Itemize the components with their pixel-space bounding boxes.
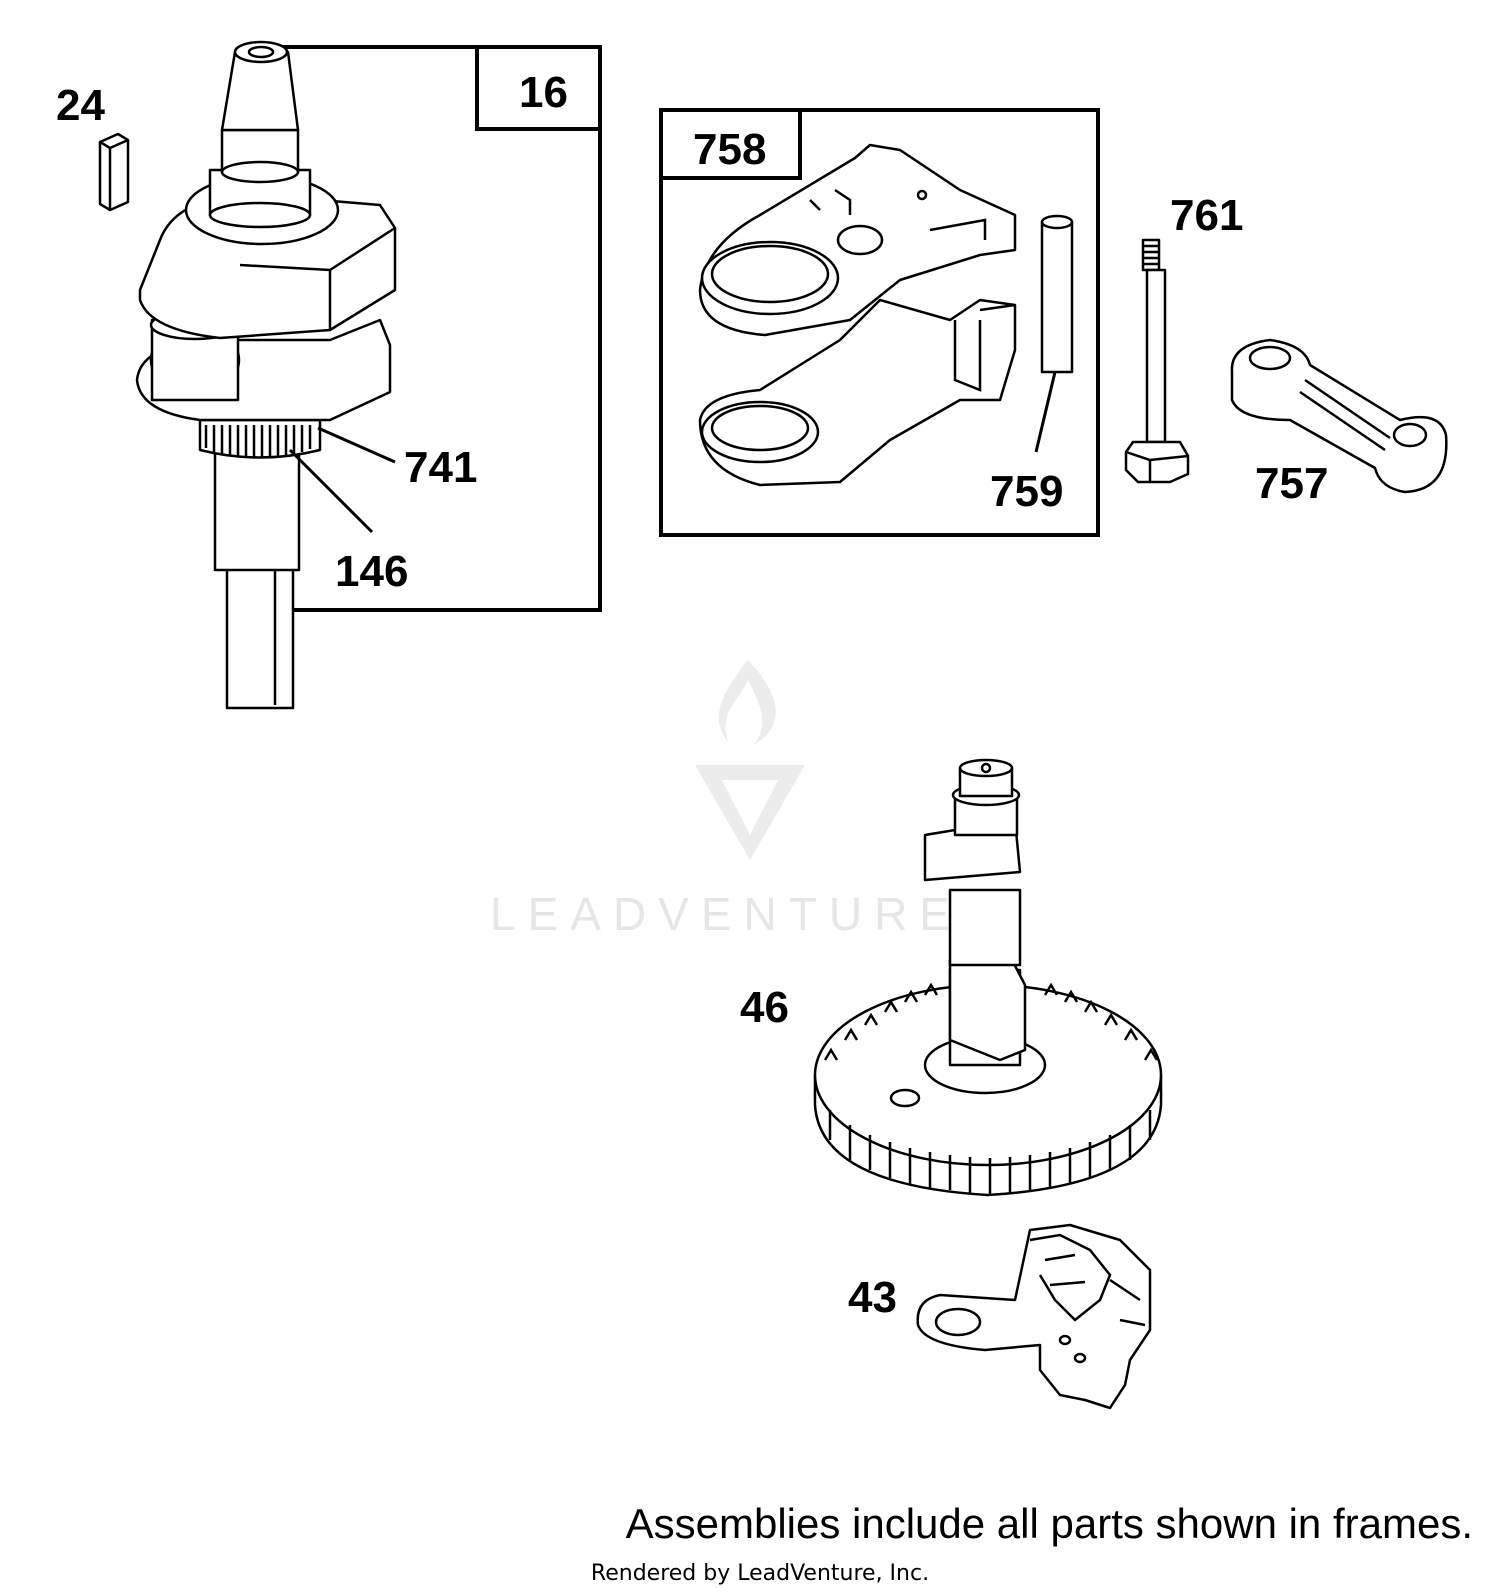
part-46-label: 46	[740, 983, 789, 1032]
part-741-label: 741	[404, 443, 477, 492]
frame-16-label: 16	[519, 68, 568, 117]
bolt-761-part	[1124, 238, 1190, 484]
part-757-label: 757	[1255, 459, 1328, 508]
part-759-label: 759	[990, 467, 1063, 516]
part-43-label: 43	[848, 1273, 897, 1322]
camshaft-gear-part	[813, 758, 1163, 1197]
pin-759-part	[1040, 214, 1074, 374]
watermark-text: LEADVENTURE	[490, 888, 962, 940]
frame-16: 16	[272, 45, 602, 612]
crankshaft-part	[135, 40, 397, 710]
part-24-label: 24	[56, 81, 105, 130]
flame-v-logo-icon	[695, 660, 805, 860]
render-credit: Rendered by LeadVenture, Inc.	[591, 1561, 929, 1586]
leader-759	[1034, 371, 1057, 453]
assemblies-note: Assemblies include all parts shown in fr…	[626, 1500, 1473, 1547]
frame-758-label: 758	[693, 125, 766, 174]
frame-758: 758	[659, 108, 1100, 537]
leader-146	[288, 448, 374, 534]
leader-741	[317, 426, 396, 464]
part-761-label: 761	[1170, 191, 1243, 240]
watermark: LEADVENTURE	[490, 660, 962, 940]
key-part	[98, 132, 130, 212]
link-757-part	[1230, 338, 1448, 494]
part-146-label: 146	[335, 547, 408, 596]
balancer-bracket-part	[698, 143, 1017, 487]
governor-assembly-part	[916, 1223, 1152, 1410]
